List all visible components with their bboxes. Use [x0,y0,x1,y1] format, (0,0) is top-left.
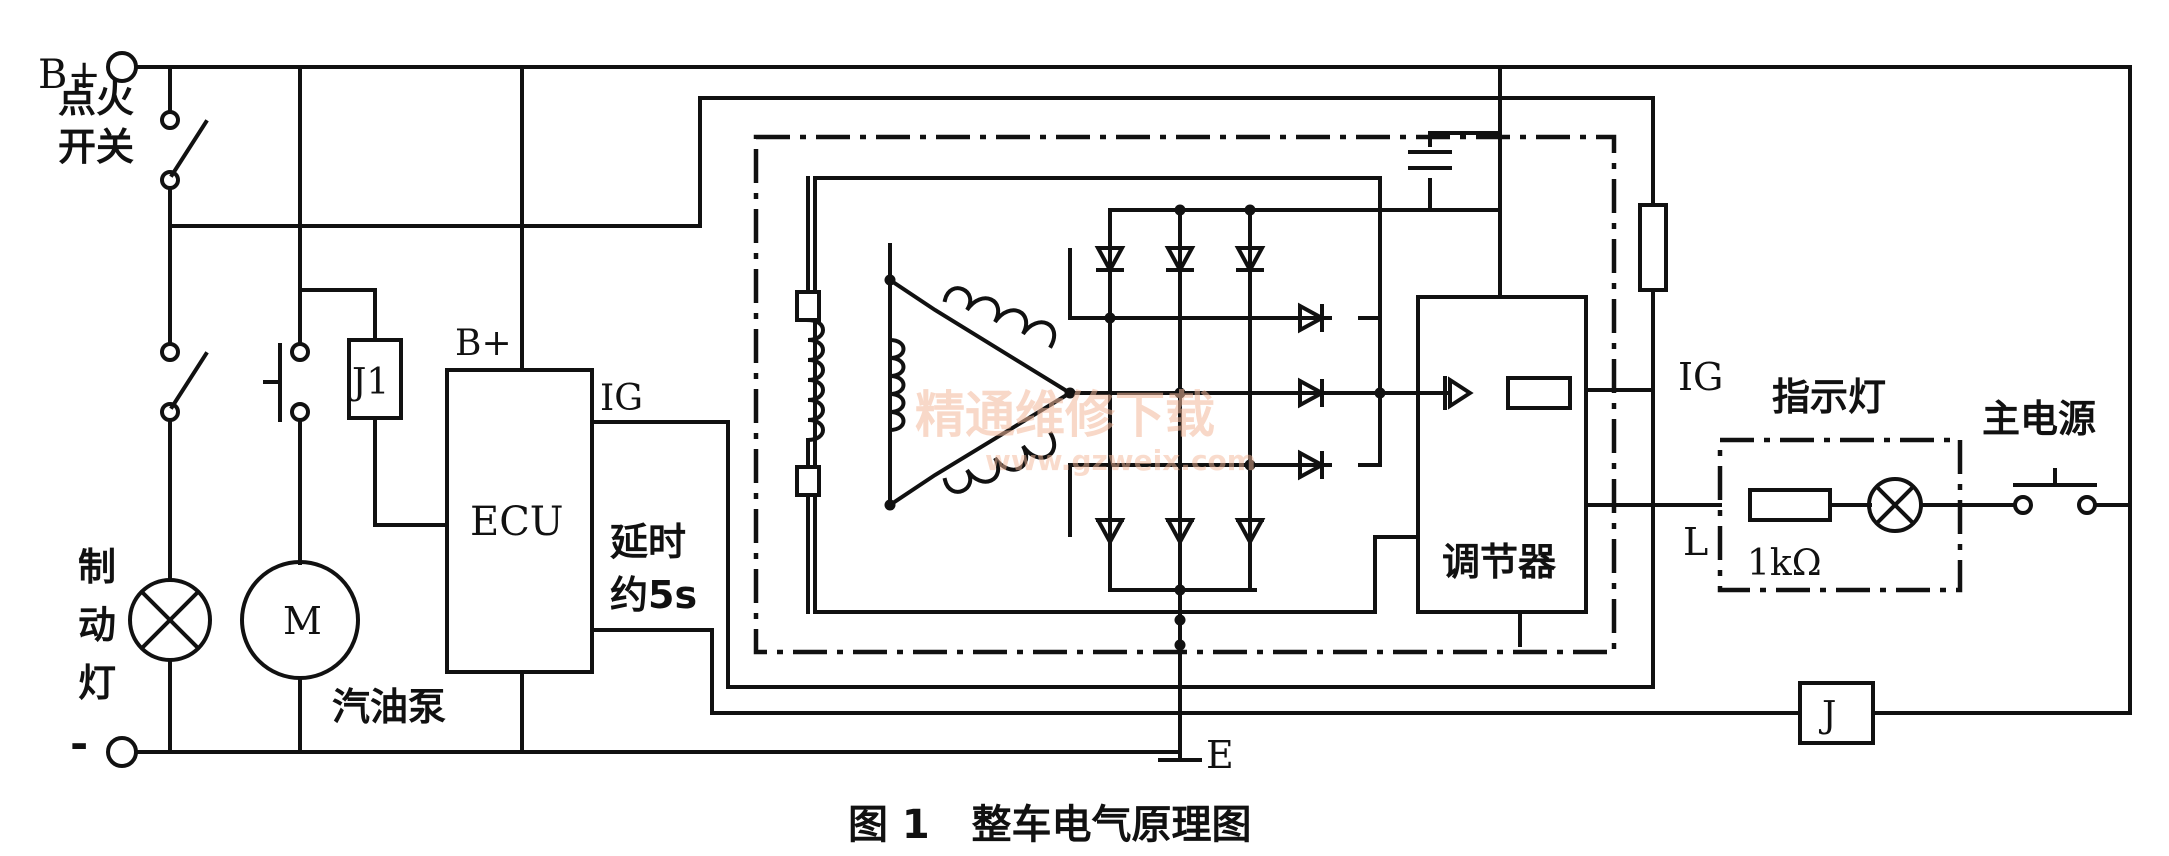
ecu-box: ECU B+ IG 延时 约5s [445,323,697,674]
ignition-switch-label-1: 点火开关 [58,77,134,169]
watermark-text: 精通维修下载 [915,386,1215,444]
minus-terminal: - [70,718,138,769]
brake-lamp-label: 制动灯 [78,545,116,705]
brush-bottom [795,465,821,497]
indicator-enclosure [1717,437,1963,593]
rotor-coil [805,317,825,469]
ecu-ig-label: IG [600,378,643,419]
main-wires [128,65,2132,760]
stator-coil-phase-c [942,431,1057,494]
junction-dots [884,204,1386,651]
relay-j1: J1 [347,338,403,420]
rectifier-diodes-lower [1094,518,1266,547]
alternator-enclosure [753,134,1617,655]
rectifier-diodes-upper [1094,246,1266,275]
minus-label: - [70,718,88,769]
brush-top [795,290,821,322]
indicator-label: 指示灯 [1772,375,1886,419]
relay-j-label: J [1818,695,1836,736]
delay-label-2: 约5s [610,573,697,617]
figure-caption: 图 1 整车电气原理图 [848,802,1252,848]
main-power-switch [2013,468,2097,515]
capacitor [1408,150,1452,170]
b-plus-label: B+ [38,52,101,98]
ecu-label: ECU [470,499,564,545]
watermark: 精通维修下载 www.gzweix.com [915,386,1256,477]
brake-switch [160,342,209,422]
alternator-ig-label: IG [1678,355,1723,399]
watermark-url: www.gzweix.com [985,444,1256,477]
regulator-box: 调节器 [1416,295,1588,614]
b-plus-terminal: B+ [38,51,138,98]
exciter-diodes [1298,302,1327,481]
motor-label: M [283,599,322,643]
regulator-label: 调节器 [1442,540,1557,584]
resistor-label: 1kΩ [1747,543,1822,584]
delay-label-1: 延时 [610,520,686,564]
main-power-label: 主电源 [1982,397,2096,441]
fuel-pump-motor: M [240,560,360,680]
stator-coil-phase-a [887,337,906,433]
ecu-bplus-label: B+ [455,323,512,364]
fuel-pump-label: 汽油泵 [332,685,446,729]
alternator-l-label: L [1683,520,1708,564]
relay-j1-label: J1 [348,362,389,403]
fuse [1638,203,1668,292]
fuel-pump-switch [263,342,310,422]
brake-lamp [128,578,212,662]
relay-j: J [1798,681,1875,745]
ground-e-label: E [1206,733,1234,777]
stator-coil-phase-b [942,286,1057,349]
ignition-switch: 点火开关 [58,77,209,190]
indicator-resistor: 1kΩ [1747,488,1832,584]
ground-symbol: E [1158,733,1234,777]
indicator-lamp [1867,477,1923,533]
